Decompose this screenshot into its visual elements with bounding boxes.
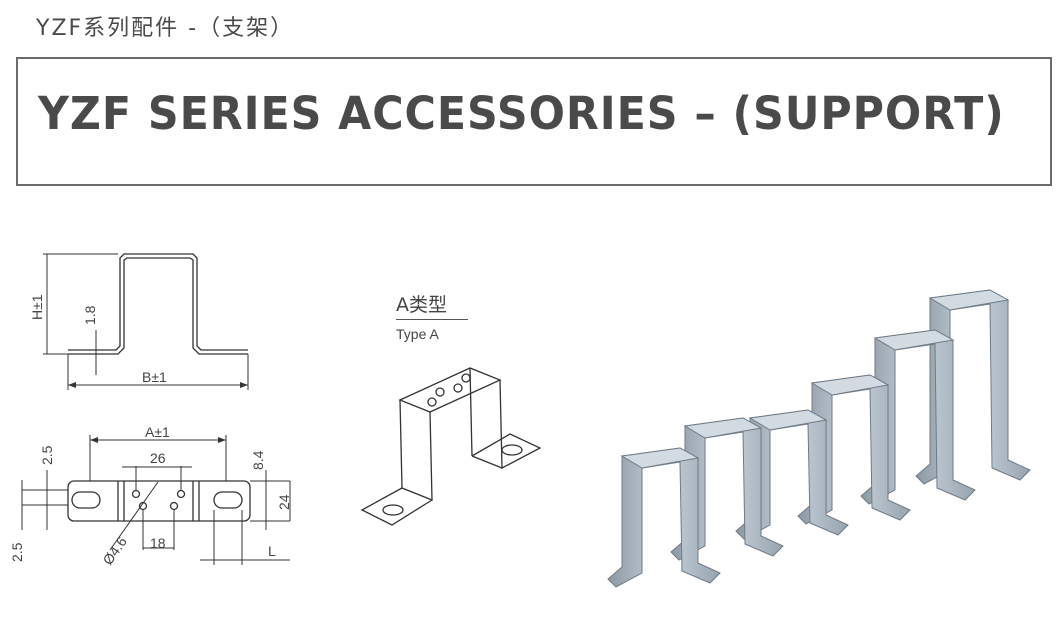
title-box: YZF SERIES ACCESSORIES – (SUPPORT) [16,57,1052,186]
side-view-profile [68,253,248,355]
edge-label-top: 2.5 [39,445,55,465]
type-a-divider [396,319,468,320]
slot-height-label: 8.4 [250,450,266,470]
bracket-image [607,447,721,588]
hole-offset-label: 18 [150,535,166,551]
top-view-plate [67,480,251,522]
type-a-label-cn: A类型 [396,294,447,316]
page-title: YZF SERIES ACCESSORIES – (SUPPORT) [38,87,1005,140]
length-label: A±1 [145,424,170,440]
thickness-label: 1.8 [82,305,98,325]
product-photo [607,289,1031,588]
subtitle-cn: YZF系列配件 -（支架） [36,16,295,41]
type-a-label-en: Type A [396,326,439,342]
slot-length-label: L [268,543,276,559]
edge-label-bottom: 2.5 [9,542,25,562]
hole-diameter-label: Ø4.6 [99,534,130,568]
bracket-image [860,329,976,505]
hole-spacing-label: 26 [150,450,166,466]
type-a-isometric-drawing [360,367,542,526]
width-24-label: 24 [276,494,292,510]
height-label: H±1 [29,294,45,320]
bracket-image [915,289,1031,485]
technical-drawing: H±1 1.8 B±1 A±1 26 8.4 24 2.5 2.5 [9,253,292,568]
bracket-image [735,409,849,540]
bracket-image [670,417,784,561]
width-label: B±1 [142,369,167,385]
